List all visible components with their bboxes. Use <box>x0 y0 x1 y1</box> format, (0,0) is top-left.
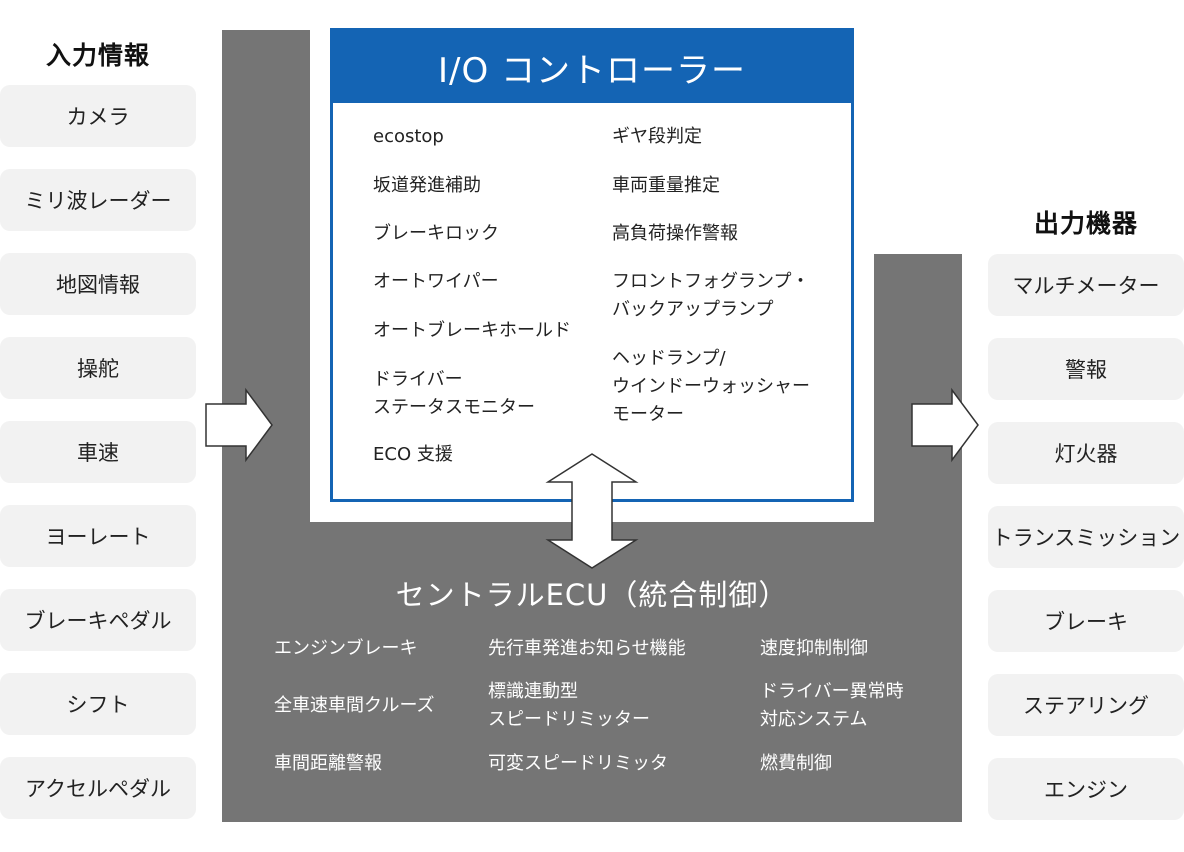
ecu-item: 燃費制御 <box>760 753 832 774</box>
io-controller-title: I/O コントローラー <box>333 31 851 103</box>
input-speed: 車速 <box>0 421 196 483</box>
ecu-item: 先行車発進お知らせ機能 <box>488 638 686 659</box>
output-arrow-icon <box>911 387 979 463</box>
output-alarm: 警報 <box>988 338 1184 400</box>
io-item: ギヤ段判定 <box>612 126 702 147</box>
input-accelerator: アクセルペダル <box>0 757 196 819</box>
io-item: 坂道発進補助 <box>373 175 481 196</box>
ecu-item: ドライバー異常時 対応システム <box>760 681 904 730</box>
input-arrow-icon <box>205 387 273 463</box>
ecu-item: 可変スピードリミッタ <box>488 753 668 774</box>
output-engine: エンジン <box>988 758 1184 820</box>
output-multimeter: マルチメーター <box>988 254 1184 316</box>
input-yaw-rate: ヨーレート <box>0 505 196 567</box>
io-controller-box: I/O コントローラー <box>330 28 854 502</box>
io-item: 車両重量推定 <box>612 175 720 196</box>
input-radar: ミリ波レーダー <box>0 169 196 231</box>
input-steering: 操舵 <box>0 337 196 399</box>
io-item: ヘッドランプ/ ウインドーウォッシャー モーター <box>612 348 810 425</box>
ecu-item: 車間距離警報 <box>274 753 382 774</box>
input-brake-pedal: ブレーキペダル <box>0 589 196 651</box>
io-item: フロントフォグランプ・ バックアップランプ <box>612 271 810 320</box>
ecu-item: 全車速車間クルーズ <box>274 695 435 716</box>
output-lights: 灯火器 <box>988 422 1184 484</box>
output-column-title: 出力機器 <box>1033 209 1138 238</box>
input-column-title: 入力情報 <box>45 41 150 70</box>
output-brake: ブレーキ <box>988 590 1184 652</box>
bidirectional-arrow-icon <box>545 453 639 569</box>
input-map: 地図情報 <box>0 253 196 315</box>
output-transmission: トランスミッション <box>988 506 1184 568</box>
io-item: ドライバー ステータスモニター <box>373 369 535 418</box>
central-ecu-title: セントラルECU（統合制御） <box>395 578 789 612</box>
output-steering: ステアリング <box>988 674 1184 736</box>
ecu-item: 速度抑制制御 <box>760 638 868 659</box>
io-item: ブレーキロック <box>373 223 499 244</box>
io-item: ECO 支援 <box>373 444 453 465</box>
ecu-item: エンジンブレーキ <box>274 638 418 659</box>
input-camera: カメラ <box>0 85 196 147</box>
io-item: オートワイパー <box>373 271 499 292</box>
io-item: オートブレーキホールド <box>373 320 571 341</box>
io-item: 高負荷操作警報 <box>612 223 738 244</box>
input-shift: シフト <box>0 673 196 735</box>
io-item: ecostop <box>373 126 444 147</box>
ecu-item: 標識連動型 スピードリミッター <box>488 681 650 730</box>
